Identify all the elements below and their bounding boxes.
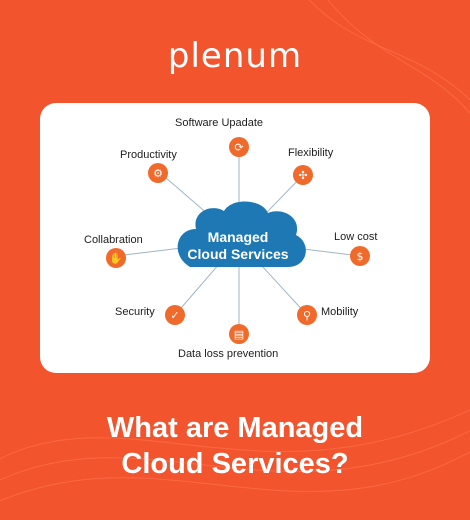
node-label-productivity: Productivity: [120, 149, 177, 161]
connector-lines: [115, 153, 361, 326]
node-label-collaboration: Collabration: [84, 234, 143, 246]
center-title-line1: Managed: [207, 229, 269, 245]
coin-icon: $: [350, 246, 370, 266]
center-title-line2: Cloud Services: [187, 246, 289, 262]
handshake-icon: ✋: [106, 248, 126, 268]
node-label-flexibility: Flexibility: [288, 147, 334, 159]
page-headline: What are Managed Cloud Services?: [0, 410, 470, 482]
node-label-software-update: Software Upadate: [175, 117, 264, 129]
document-icon: ▤: [229, 324, 249, 344]
brand-logo[interactable]: plenum: [167, 36, 303, 76]
shield-icon: ✓: [165, 305, 185, 325]
gear-icon: ⚙: [148, 163, 168, 183]
headline-line1: What are Managed: [106, 412, 364, 444]
diagram-card: Managed Cloud Services Software Upadate …: [40, 103, 430, 373]
network-icon: ⚲: [297, 305, 317, 325]
headline-line2: Cloud Services?: [121, 448, 349, 480]
arrows-icon: ✣: [293, 165, 313, 185]
refresh-icon: ⟳: [229, 137, 249, 157]
cloud-shape: [177, 201, 306, 267]
node-label-data-loss-prevention: Data loss prevention: [178, 348, 279, 360]
center-title: Managed Cloud Services: [168, 229, 308, 263]
node-label-security: Security: [115, 306, 155, 318]
node-label-mobility: Mobility: [321, 306, 359, 318]
node-label-low-cost: Low cost: [334, 231, 378, 243]
